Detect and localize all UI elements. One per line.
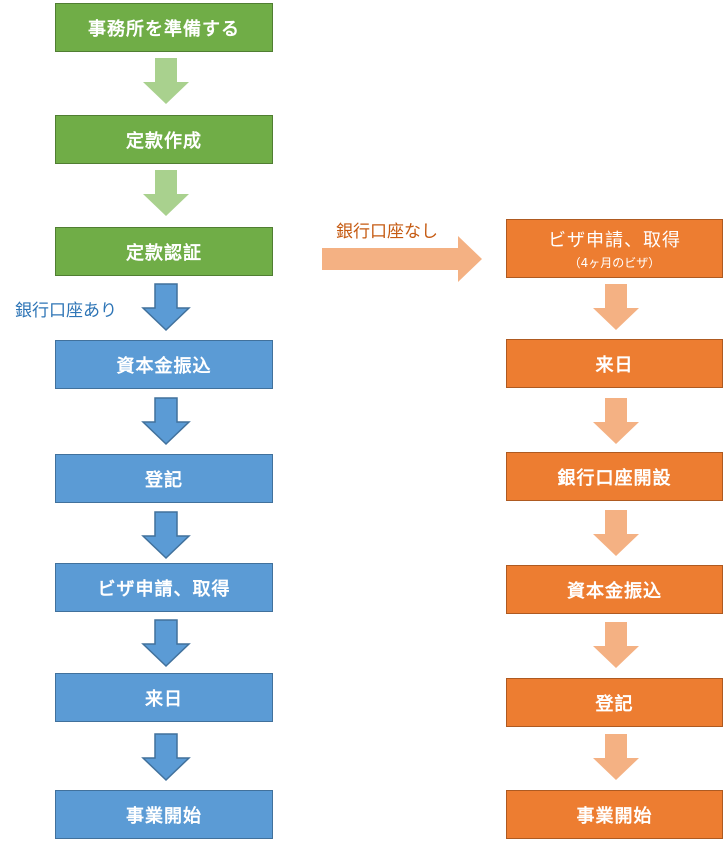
step-box: 来日	[506, 339, 723, 388]
step-label: 事務所を準備する	[88, 18, 240, 40]
arrow-down-light-orange	[593, 398, 639, 444]
step-label: 定款作成	[126, 130, 202, 152]
step-sublabel: （4ヶ月のビザ）	[568, 256, 661, 270]
step-box: 定款作成	[55, 115, 273, 164]
branch-label-without-bank-account: 銀行口座なし	[336, 222, 438, 242]
step-label: 事業開始	[576, 805, 653, 827]
arrow-down-blue	[141, 511, 191, 560]
arrow-down-blue	[141, 733, 191, 782]
step-label: 資本金振込	[116, 355, 212, 377]
step-label: 登記	[145, 469, 183, 491]
step-box: 事業開始	[55, 790, 273, 839]
step-label: 定款認証	[126, 242, 202, 264]
step-box: ビザ申請、取得 （4ヶ月のビザ）	[506, 219, 723, 278]
branch-label-with-bank-account: 銀行口座あり	[15, 301, 117, 321]
arrow-down-light-orange	[593, 734, 639, 780]
arrow-down-blue	[141, 283, 191, 332]
step-box: 資本金振込	[506, 565, 723, 614]
arrow-down-light-orange	[593, 284, 639, 330]
step-label: 来日	[595, 354, 634, 376]
arrow-down-light-orange	[593, 510, 639, 556]
step-box: 定款認証	[55, 227, 273, 276]
step-label: 来日	[145, 688, 183, 710]
step-box: 来日	[55, 673, 273, 722]
step-label: 銀行口座開設	[557, 467, 672, 489]
step-label: 資本金振込	[567, 580, 662, 602]
step-label: 事業開始	[126, 805, 202, 827]
step-box: 事務所を準備する	[55, 3, 273, 52]
step-label: 登記	[595, 693, 634, 715]
step-box: 資本金振込	[55, 340, 273, 389]
arrow-down-light-orange	[593, 622, 639, 668]
step-box: 登記	[55, 454, 273, 503]
arrow-down-light-green	[143, 58, 189, 104]
step-box: 銀行口座開設	[506, 452, 723, 501]
step-label: ビザ申請、取得	[97, 578, 231, 600]
arrow-down-blue	[141, 397, 191, 446]
arrow-down-light-green	[143, 170, 189, 216]
arrow-down-blue	[141, 619, 191, 668]
step-box: 登記	[506, 678, 723, 727]
step-box: 事業開始	[506, 790, 723, 839]
step-label: ビザ申請、取得	[548, 230, 681, 251]
step-box: ビザ申請、取得	[55, 563, 273, 612]
arrow-right-light-orange	[322, 236, 482, 282]
